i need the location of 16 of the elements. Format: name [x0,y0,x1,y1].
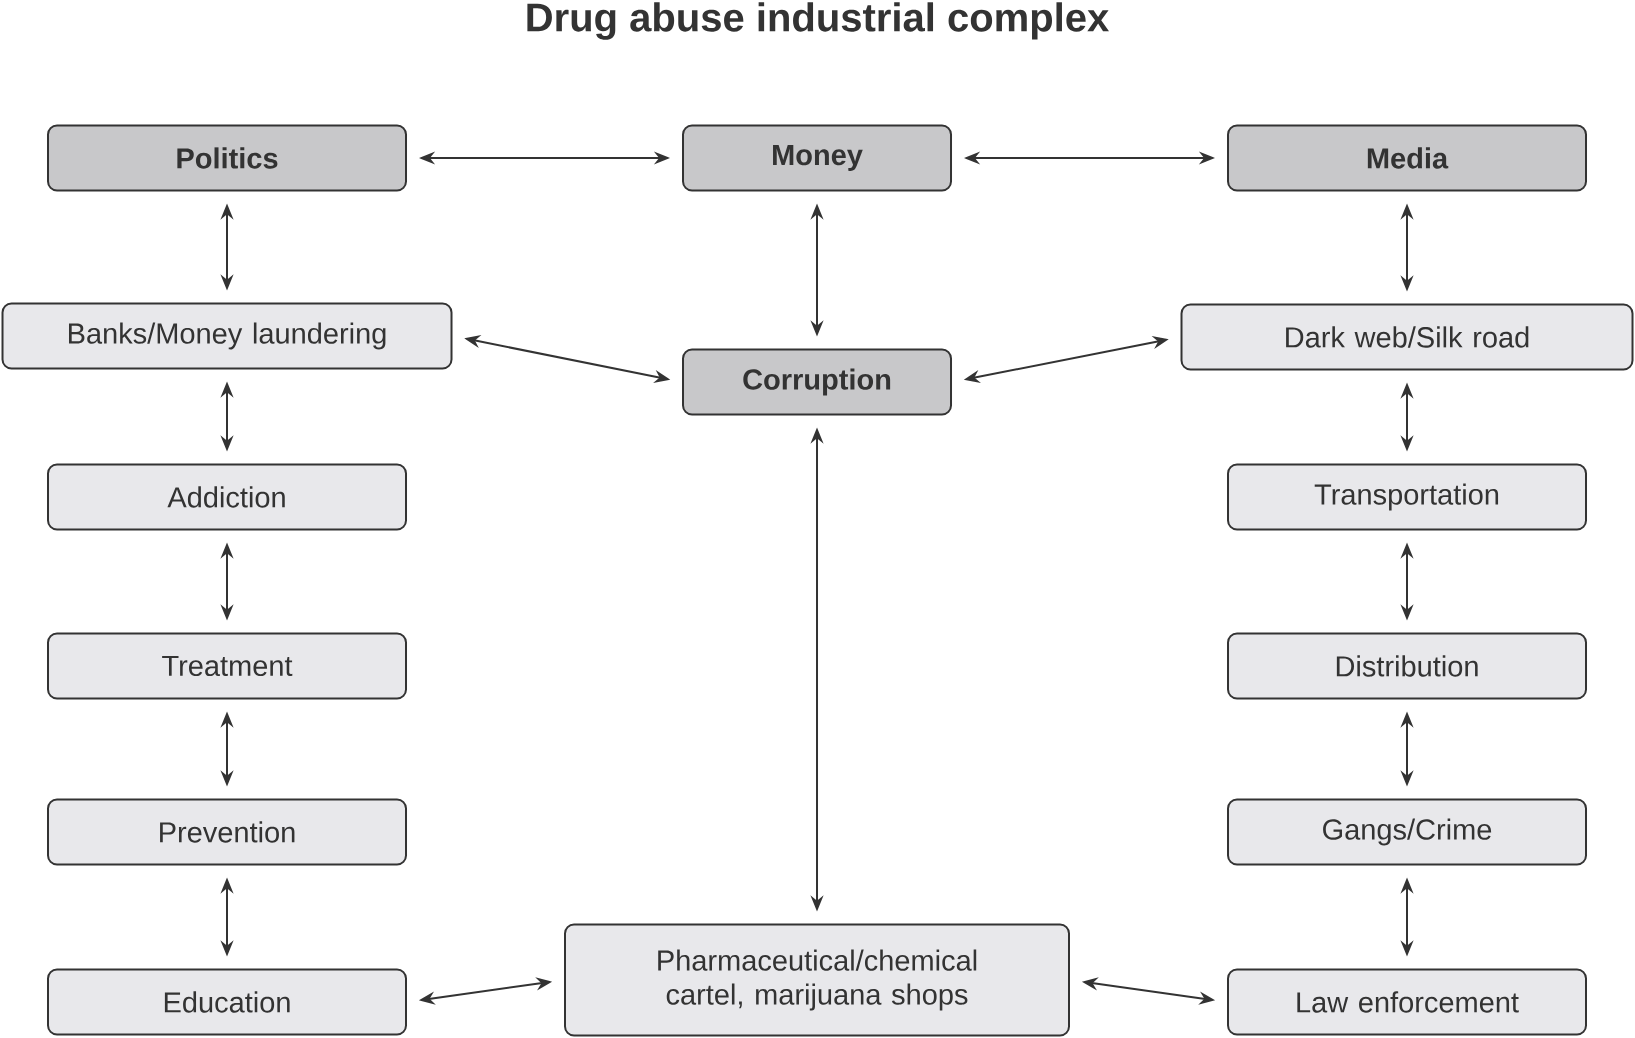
title: Drug abuse industrial complex [527,2,1109,40]
process-box: Transportation [1227,463,1587,531]
category-box: Money [682,124,952,192]
process-box: Law enforcement [1227,968,1587,1036]
category-box: Corruption [682,348,952,416]
process-box: Addiction [47,463,407,531]
process-box: Distribution [1227,632,1587,700]
process-box: Gangs/Crime [1227,798,1587,866]
category-box: Media [1227,124,1587,192]
process-box: Treatment [47,632,407,700]
process-box: Prevention [47,798,407,866]
process-box: Banks/Money laundering [1,302,453,370]
category-box: Politics [47,124,407,192]
process-box: Pharmaceutical/chemical cartel, marijuana shops [564,923,1070,1037]
process-box: Dark web/Silk road [1180,303,1634,371]
process-box: Education [47,968,407,1036]
